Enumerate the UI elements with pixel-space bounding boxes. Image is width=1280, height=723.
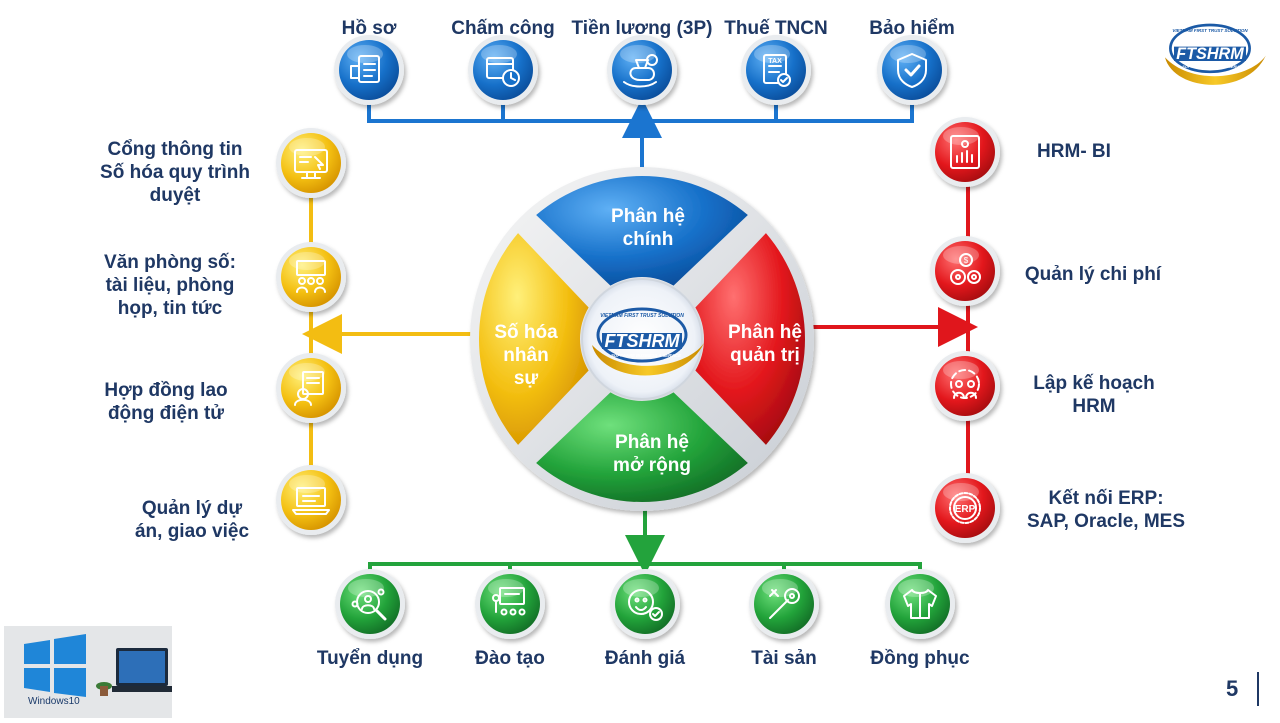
svg-text:TAX: TAX <box>768 58 782 65</box>
top-module-label: Hồ sơ <box>342 18 397 39</box>
right-module-label: Lập kế hoạch <box>1033 373 1154 394</box>
segment-digital-hr-label: sự <box>514 368 539 389</box>
windows-caption: Windows10 <box>28 696 80 707</box>
cost-gears-icon: $ <box>930 236 1000 306</box>
svg-text:ERP: ERP <box>955 504 976 515</box>
logo-ring <box>1169 23 1251 74</box>
bottom-module-label: Tài sản <box>751 648 816 669</box>
segment-digital-hr <box>478 233 589 445</box>
bottom-module-label: Đào tạo <box>475 648 545 669</box>
ftshrm-logo-center: FTSHRM VIETNAM FIRST TRUST SOLUTION SOFTWA… <box>592 307 704 376</box>
right-module-label: HRM <box>1072 396 1115 417</box>
right-module-label: Quản lý chi phí <box>1025 264 1162 285</box>
segment-extended-label: mở rộng <box>613 455 691 476</box>
recruitment-search-icon <box>335 569 405 639</box>
segment-main-label: chính <box>623 229 674 250</box>
laptop-project-icon <box>276 465 346 535</box>
left-module-label: Quản lý dự <box>142 498 243 519</box>
windows10-thumbnail: Windows10 <box>4 626 172 718</box>
logo-swoosh <box>592 343 704 376</box>
logo-arc-top-text: VIETNAM FIRST TRUST SOLUTION <box>600 313 684 319</box>
contract-signing-icon <box>276 353 346 423</box>
svg-text:$: $ <box>964 256 969 265</box>
tax-document-icon: TAX <box>741 35 811 105</box>
uniform-shirt-icon <box>885 569 955 639</box>
logo-swoosh <box>1165 55 1266 85</box>
left-module-label: Cổng thông tin <box>107 139 242 160</box>
bottom-module-label: Đánh giá <box>605 648 686 669</box>
salary-money-icon <box>607 35 677 105</box>
top-module-label: Thuế TNCN <box>724 18 827 39</box>
training-board-icon <box>475 569 545 639</box>
logo-arc-top-text: VIETNAM FIRST TRUST SOLUTION <box>1172 28 1248 33</box>
logo-band <box>602 333 682 349</box>
right-module-label: Kết nối ERP: <box>1048 488 1163 509</box>
logo-arc-bottom-text: SOFTWARE BUSINESS A SERVICE <box>1182 65 1245 69</box>
asset-wrench-icon <box>749 569 819 639</box>
ftshrm-corner-logo: FTSHRM VIETNAM FIRST TRUST SOLUTION SOFTWA… <box>1165 23 1266 85</box>
segment-main <box>536 175 748 286</box>
profile-document-icon <box>334 35 404 105</box>
left-module-label: động điện tử <box>108 403 224 424</box>
segment-extended-label: Phân hệ <box>615 432 689 453</box>
evaluation-face-icon <box>610 569 680 639</box>
ftshrm-logo-corner: FTSHRM VIETNAM FIRST TRUST SOLUTION SOFTWA… <box>1165 23 1266 85</box>
segment-digital-hr-label: Số hóa <box>494 322 558 343</box>
right-module-label: SAP, Oracle, MES <box>1027 511 1185 532</box>
left-module-label: duyệt <box>150 185 201 206</box>
top-module-label: Chấm công <box>451 18 554 39</box>
segment-admin-label: Phân hệ <box>728 322 802 343</box>
erp-connect-icon: ERP <box>930 473 1000 543</box>
timesheet-clock-icon <box>468 35 538 105</box>
logo-brand-text: FTSHRM <box>1176 45 1244 63</box>
insurance-shield-icon <box>877 35 947 105</box>
right-module-label: HRM- BI <box>1037 141 1111 162</box>
monitor-portal-icon <box>276 128 346 198</box>
left-module-label: tài liệu, phòng <box>106 275 235 296</box>
windows-logo-icon <box>4 626 172 718</box>
logo-ring <box>596 307 688 363</box>
segment-admin <box>695 233 805 445</box>
left-module-label: họp, tin tức <box>118 298 223 319</box>
page-number-divider <box>1257 672 1259 706</box>
planning-team-icon <box>930 351 1000 421</box>
segment-digital-hr-label: nhân <box>503 345 548 366</box>
top-modules: Hồ sơ Chấm công Tiền lương (3P) TAX Thuế TNC… <box>334 18 955 105</box>
left-module-label: án, giao việc <box>135 521 249 542</box>
top-module-label: Bảo hiểm <box>869 18 955 39</box>
segment-extended <box>536 392 748 503</box>
bi-report-chart-icon <box>930 117 1000 187</box>
left-module-label: Số hóa quy trình <box>100 162 250 183</box>
connector-lines <box>302 98 978 575</box>
logo-arc-bottom-text: SOFTWARE BUSINESS A SERVICE <box>611 353 681 358</box>
logo-brand-text: FTSHRM <box>605 331 681 351</box>
page-number: 5 <box>1226 676 1239 701</box>
logo-band <box>1174 46 1246 61</box>
left-module-label: Văn phòng số: <box>104 252 236 273</box>
bottom-module-label: Đồng phục <box>870 648 970 669</box>
top-module-label: Tiền lương (3P) <box>572 18 713 39</box>
segment-main-label: Phân hệ <box>611 206 685 227</box>
bottom-module-label: Tuyển dụng <box>317 648 423 669</box>
left-module-label: Hợp đồng lao <box>104 380 227 401</box>
segment-admin-label: quản trị <box>730 345 800 366</box>
bottom-modules: Tuyển dụng Đào tạo Đánh giá Tài sản Đồng phụ… <box>317 569 970 669</box>
meeting-office-icon <box>276 242 346 312</box>
